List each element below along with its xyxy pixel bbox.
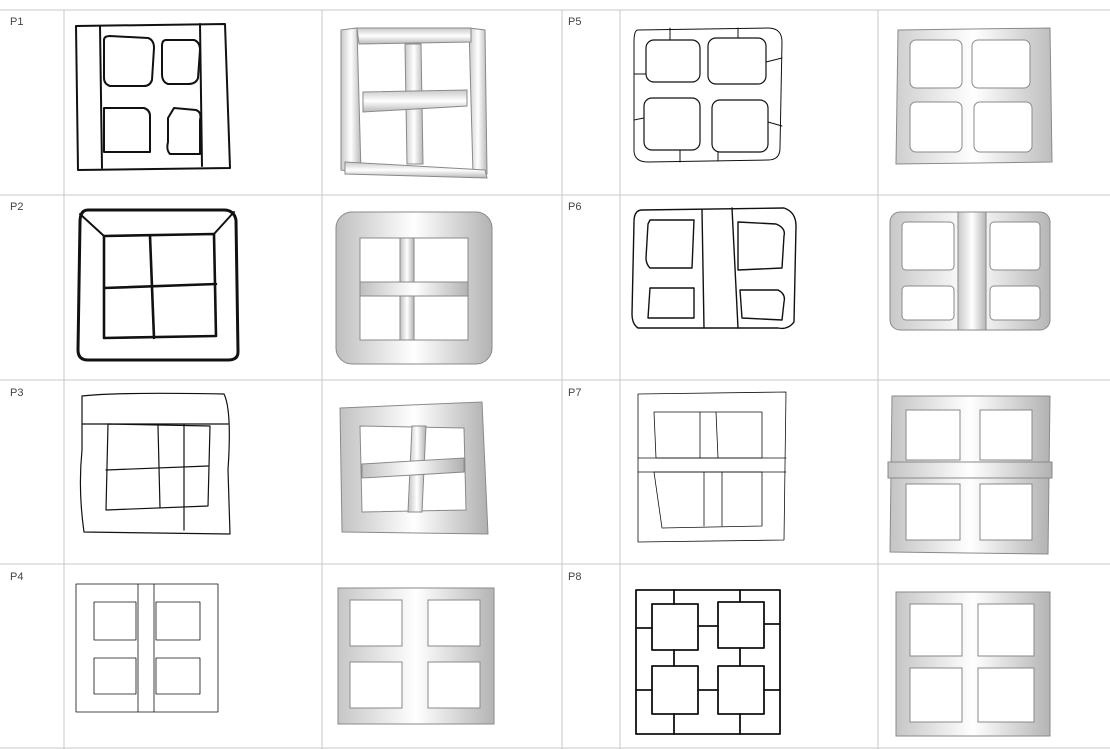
- sketch-p4: [74, 582, 224, 716]
- model-p2: [332, 208, 497, 370]
- panel-label-p5: P5: [568, 17, 581, 28]
- panel-label-p7: P7: [568, 388, 581, 399]
- model-p1: [335, 22, 495, 180]
- panel-label-p8: P8: [568, 572, 581, 583]
- model-p6: [886, 210, 1056, 335]
- model-p5: [890, 22, 1060, 172]
- sketch-p7: [632, 390, 792, 550]
- sketch-p2: [74, 206, 244, 366]
- panel-label-p4: P4: [10, 572, 23, 583]
- panel-label-p1: P1: [10, 17, 23, 28]
- panel-label-p3: P3: [10, 388, 23, 399]
- sketch-p5: [628, 22, 788, 172]
- panel-label-p6: P6: [568, 202, 581, 213]
- model-p4: [336, 586, 496, 726]
- panel-label-p2: P2: [10, 202, 23, 213]
- sketch-p8: [632, 586, 792, 741]
- model-p8: [894, 590, 1054, 740]
- model-p7: [884, 392, 1056, 557]
- sketch-p3: [74, 390, 244, 540]
- sketch-p6: [628, 206, 798, 336]
- model-p3: [332, 398, 497, 543]
- sketch-p1: [70, 18, 240, 178]
